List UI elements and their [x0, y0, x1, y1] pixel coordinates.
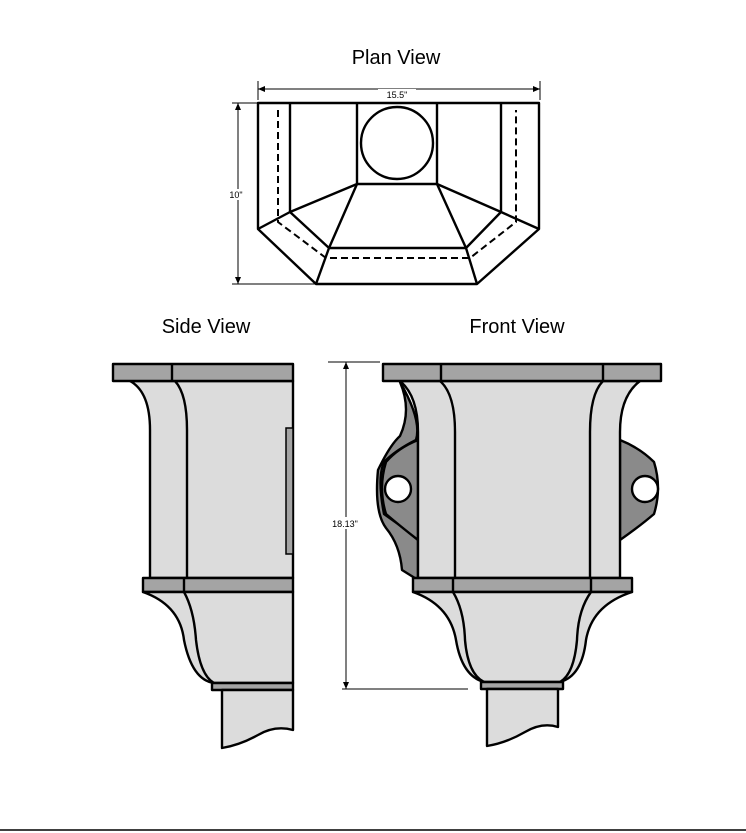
side-lower-funnel	[141, 590, 295, 685]
plan-outline	[256, 101, 541, 286]
front-downpipe	[485, 687, 560, 748]
downpipe-opening	[359, 105, 435, 181]
front-view: Front View	[375, 316, 663, 748]
plan-depth-label: 10"	[229, 190, 242, 200]
front-view-title: Front View	[469, 316, 565, 338]
plan-view: Plan View 15.5" 10"	[226, 47, 541, 286]
front-upper-body	[398, 379, 642, 580]
left-bracket-hole	[383, 474, 413, 504]
side-upper-body	[128, 379, 295, 580]
plan-depth-dimension: 10"	[226, 102, 316, 285]
front-top-cap	[381, 362, 663, 383]
plan-view-title: Plan View	[352, 47, 441, 69]
side-view: Side View	[111, 316, 295, 750]
side-view-title: Side View	[162, 316, 251, 338]
front-pipe-collar	[479, 680, 565, 691]
side-downpipe	[220, 688, 295, 750]
height-dimension: 18.13"	[328, 361, 468, 690]
front-lower-funnel	[411, 590, 634, 684]
height-label: 18.13"	[332, 519, 358, 529]
side-top-cap	[111, 362, 295, 383]
side-mounting-tab	[285, 427, 294, 555]
right-bracket-hole	[630, 474, 660, 504]
front-middle-band	[411, 576, 634, 594]
plan-width-dimension: 15.5"	[257, 81, 541, 100]
plan-width-label: 15.5"	[387, 90, 408, 100]
side-middle-band	[141, 576, 295, 594]
